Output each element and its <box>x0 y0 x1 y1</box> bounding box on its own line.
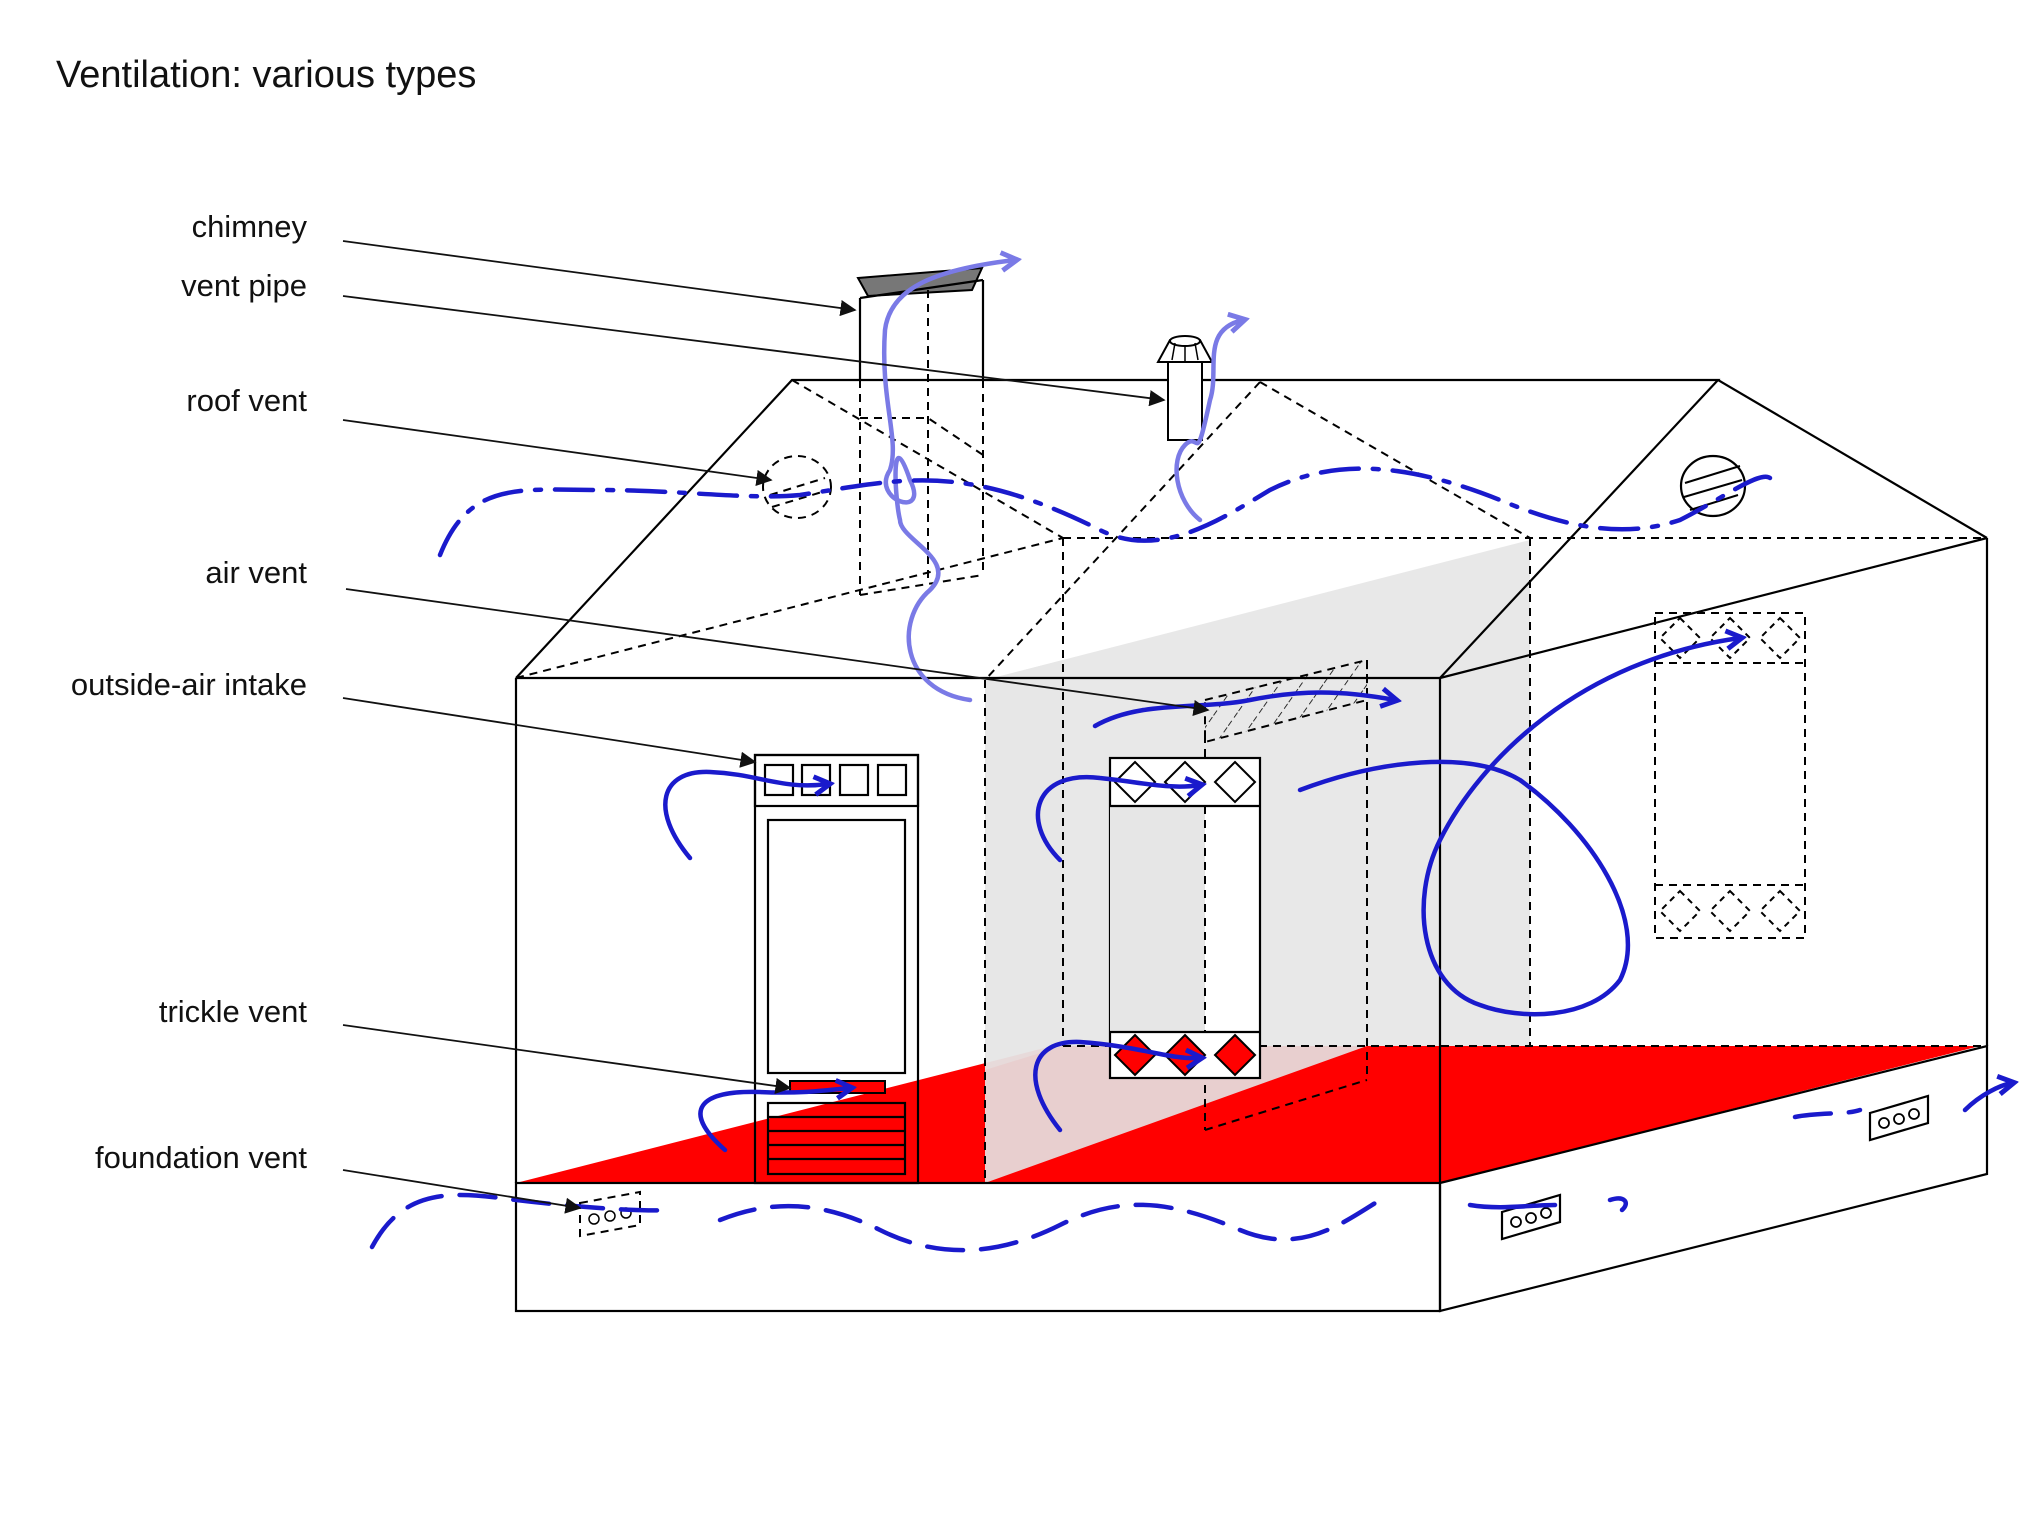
interior-wall-shade-overlay <box>985 660 1063 1070</box>
leader-foundation-vent <box>343 1170 580 1208</box>
diamond-pane <box>1660 891 1700 931</box>
roof-vent-right <box>1681 456 1745 516</box>
leader-air-vent <box>346 589 1208 710</box>
label-outside-air-intake: outside-air intake <box>71 667 307 702</box>
diamond-pane <box>1760 891 1800 931</box>
label-chimney: chimney <box>192 209 308 244</box>
label-foundation-vent: foundation vent <box>95 1140 307 1175</box>
label-roof-vent: roof vent <box>186 383 307 418</box>
leader-vent-pipe <box>343 296 1164 400</box>
leader-trickle-vent <box>343 1025 790 1088</box>
foundation-vent-front <box>580 1192 640 1236</box>
leader-outside-air-intake <box>343 698 755 762</box>
label-trickle-vent: trickle vent <box>159 994 308 1029</box>
diamond-pane <box>1710 891 1750 931</box>
label-air-vent: air vent <box>205 555 307 590</box>
foundation-vent-side-2 <box>1870 1096 1928 1140</box>
diamond-pane <box>1760 618 1800 658</box>
leader-roof-vent <box>343 420 771 480</box>
roof-vent-left <box>763 456 831 518</box>
foundation-vent-side-1 <box>1502 1195 1560 1239</box>
label-vent-pipe: vent pipe <box>181 268 307 303</box>
window-middle <box>1110 758 1260 1078</box>
window-right-hidden <box>1655 613 1805 938</box>
leader-chimney <box>343 241 855 310</box>
